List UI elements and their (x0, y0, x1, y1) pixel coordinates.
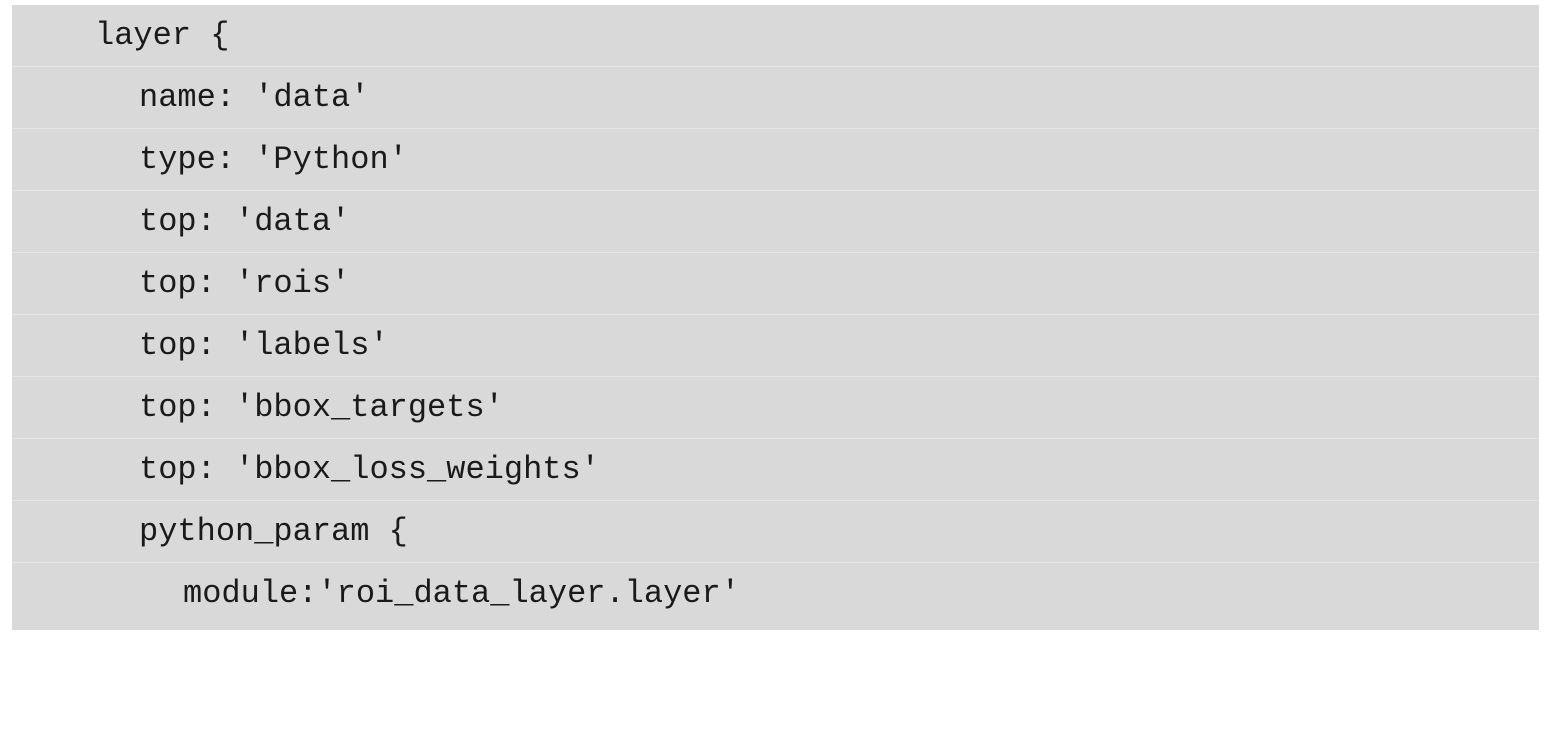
code-line: python_param { (12, 501, 1539, 563)
code-line: top: 'rois' (12, 253, 1539, 315)
code-line-text: top: 'bbox_targets' (139, 389, 504, 426)
code-line-text: module:'roi_data_layer.layer' (183, 575, 740, 612)
code-line-text: python_param { (139, 513, 408, 550)
code-line-text: name: 'data' (139, 79, 370, 116)
code-line-text: top: 'bbox_loss_weights' (139, 451, 600, 488)
code-line-text: top: 'data' (139, 203, 351, 240)
code-line: top: 'bbox_loss_weights' (12, 439, 1539, 501)
code-line: module:'roi_data_layer.layer' (12, 563, 1539, 626)
code-line-text: type: 'Python' (139, 141, 408, 178)
code-line: type: 'Python' (12, 129, 1539, 191)
code-line-text: top: 'labels' (139, 327, 389, 364)
code-line: top: 'data' (12, 191, 1539, 253)
code-line-text: top: 'rois' (139, 265, 351, 302)
code-line: top: 'labels' (12, 315, 1539, 377)
code-line-text: layer { (95, 17, 230, 54)
code-line: layer { (12, 5, 1539, 67)
code-line: top: 'bbox_targets' (12, 377, 1539, 439)
code-line: name: 'data' (12, 67, 1539, 129)
code-block: layer { name: 'data' type: 'Python' top:… (12, 5, 1539, 630)
